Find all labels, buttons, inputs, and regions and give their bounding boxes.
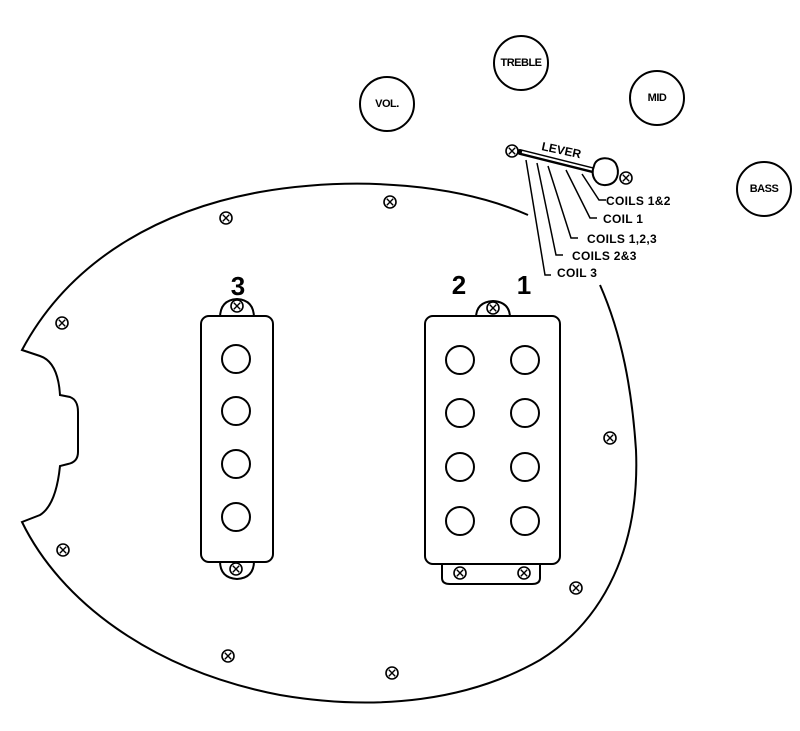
coil-2-number: 2 <box>452 270 466 300</box>
pole-piece <box>510 506 540 536</box>
screw-icon <box>505 144 519 158</box>
pole-piece <box>445 506 475 536</box>
lever-position-leaders <box>525 159 606 276</box>
lever-position-coil-1: COIL 1 <box>603 212 643 226</box>
treble-knob-label: TREBLE <box>501 57 542 69</box>
lever-position-coils-2-3: COILS 2&3 <box>572 249 637 263</box>
treble-knob[interactable]: TREBLE <box>493 35 549 91</box>
screw-icon <box>517 566 531 580</box>
coil-1-number: 1 <box>517 270 531 300</box>
screw-icon <box>230 299 244 313</box>
pole-piece <box>445 452 475 482</box>
lever-tip[interactable] <box>591 157 619 187</box>
volume-knob-label: VOL. <box>375 98 399 110</box>
volume-knob[interactable]: VOL. <box>359 76 415 132</box>
screw-icon <box>569 581 583 595</box>
pole-piece <box>445 345 475 375</box>
screw-icon <box>385 666 399 680</box>
lever-position-coil-3: COIL 3 <box>557 266 597 280</box>
pole-piece <box>445 398 475 428</box>
bass-knob-label: BASS <box>750 183 779 195</box>
lever-position-coils-1-2-3: COILS 1,2,3 <box>587 232 657 246</box>
screw-icon <box>453 566 467 580</box>
screw-icon <box>56 543 70 557</box>
humbucker-pickup <box>424 299 561 585</box>
screw-icon <box>55 316 69 330</box>
pole-piece <box>221 344 251 374</box>
pole-piece <box>510 452 540 482</box>
screw-icon <box>383 195 397 209</box>
mid-knob[interactable]: MID <box>629 70 685 126</box>
pole-piece <box>221 396 251 426</box>
screw-icon <box>603 431 617 445</box>
pickguard-outline <box>20 182 638 704</box>
bass-knob[interactable]: BASS <box>736 161 792 217</box>
pickup-selector-lever[interactable] <box>517 149 619 187</box>
screw-icon <box>221 649 235 663</box>
screw-icon <box>219 211 233 225</box>
pole-piece <box>510 345 540 375</box>
screw-icon <box>619 171 633 185</box>
coil-3-number: 3 <box>231 271 245 301</box>
single-coil-pickup <box>200 297 274 581</box>
lever-position-coils-1-2: COILS 1&2 <box>606 194 671 208</box>
screw-icon <box>486 301 500 315</box>
mid-knob-label: MID <box>648 92 667 104</box>
pole-piece <box>510 398 540 428</box>
screw-icon <box>229 562 243 576</box>
pole-piece <box>221 449 251 479</box>
pole-piece <box>221 502 251 532</box>
screws <box>55 144 633 680</box>
